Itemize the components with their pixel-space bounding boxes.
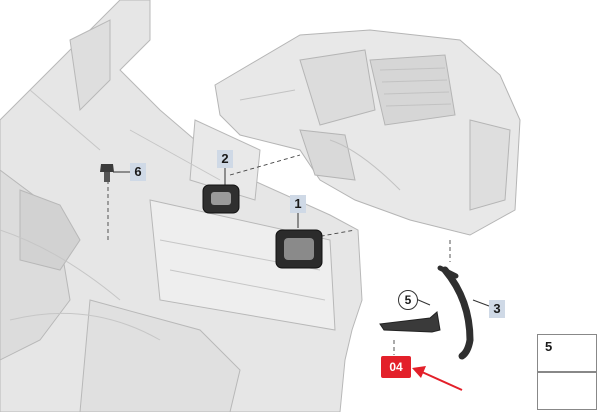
legend-cell-nut: 5: [537, 334, 597, 372]
red-pointer-arrow: [412, 366, 463, 391]
legend-number: 5: [545, 339, 553, 354]
hvac-housing: [214, 29, 521, 236]
hvac-detail-lines: [239, 67, 452, 191]
highlighted-part-badge[interactable]: 04: [381, 356, 411, 378]
legend-panel: 5: [537, 334, 597, 412]
part-2-grommet: [202, 184, 240, 214]
legend-cell-arrow: [537, 372, 597, 410]
callout-5: 5: [398, 290, 418, 310]
part-04-bracket: [379, 311, 441, 333]
callout-3: 3: [489, 300, 505, 318]
part-3-hose: [437, 265, 474, 360]
callout-1: 1: [290, 195, 306, 213]
part-6-bolt: [100, 164, 114, 182]
body-detail-lines: [0, 89, 326, 341]
part-1-grommet: [275, 229, 323, 269]
body-structure: [0, 0, 363, 413]
callout-6: 6: [130, 163, 146, 181]
callout-2: 2: [217, 150, 233, 168]
callout-leaders: [113, 168, 490, 307]
